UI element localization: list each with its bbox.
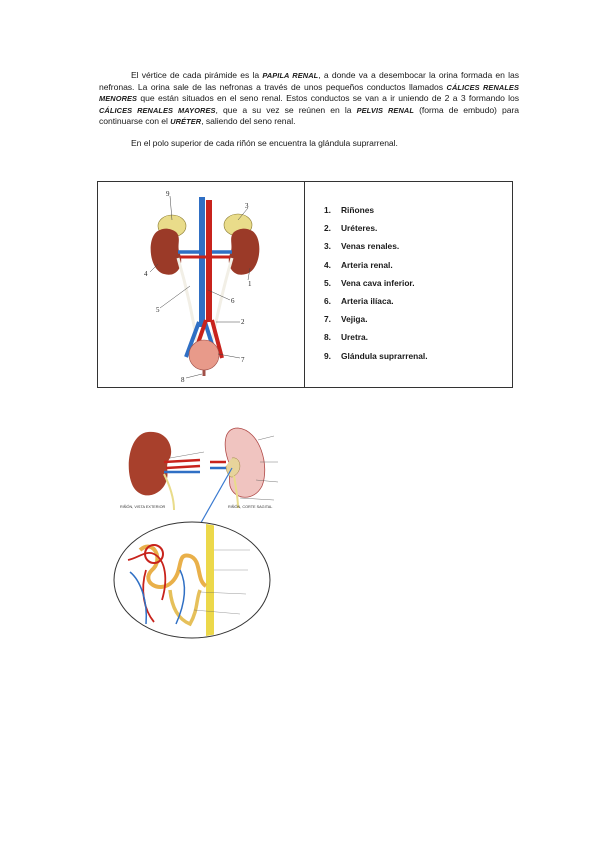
callout-1: 1 xyxy=(248,280,252,288)
figure2-callout-lines xyxy=(169,435,279,501)
callout-8: 8 xyxy=(181,376,185,384)
zoom-pointer-line xyxy=(197,467,233,529)
callout-7: 7 xyxy=(241,356,245,364)
legend-item: 3. Venas renales. xyxy=(324,241,428,259)
legend-item: 6. Arteria ilíaca. xyxy=(324,296,428,314)
callout-4: 4 xyxy=(144,270,148,278)
inferior-vena-cava xyxy=(199,197,205,327)
urinary-system-figure: 9 3 4 1 5 6 2 7 8 xyxy=(144,190,260,384)
legend-item: 7. Vejiga. xyxy=(324,314,428,332)
sagittal-ureter xyxy=(233,475,239,509)
legend-number: 7. xyxy=(324,314,331,325)
legend-number: 5. xyxy=(324,277,331,288)
table-divider xyxy=(304,182,305,387)
term-calices-mayores: CÁLICES RENALES MAYORES xyxy=(99,105,216,115)
callout-3: 3 xyxy=(245,202,249,210)
kidney-exterior-ureter xyxy=(163,473,175,511)
legend-number: 8. xyxy=(324,332,331,343)
left-kidney xyxy=(150,228,182,275)
callout-9: 9 xyxy=(166,190,170,198)
callout-2: 2 xyxy=(241,318,245,326)
legend-item: 8. Uretra. xyxy=(324,332,428,350)
kidney-exterior-vessels xyxy=(163,458,201,470)
loop-of-henle xyxy=(168,589,202,627)
legend-label: Uretra. xyxy=(341,332,368,343)
term-pelvis-renal: PELVIS RENAL xyxy=(356,105,414,115)
urethra xyxy=(202,370,206,376)
legend-item: 4. Arteria renal. xyxy=(324,260,428,278)
legend-item: 5. Vena cava inferior. xyxy=(324,278,428,296)
caption-kidney-exterior: RIÑÓN, VISTA EXTERIOR xyxy=(120,504,166,509)
right-ureter xyxy=(208,257,234,351)
term-papila-renal: PAPILA RENAL xyxy=(262,71,319,80)
callout-lines xyxy=(149,195,251,379)
text-segment: En el polo superior de cada riñón se enc… xyxy=(131,138,398,148)
legend-label: Riñones xyxy=(341,205,375,215)
right-kidney xyxy=(228,228,260,275)
text-segment: (forma de embudo) para continuarse con e… xyxy=(99,104,519,127)
legend-label: Glándula suprarrenal. xyxy=(341,350,428,361)
legend-label: Arteria renal. xyxy=(341,259,393,270)
legend-label: Arteria ilíaca. xyxy=(341,295,394,306)
legend-label: Vena cava inferior. xyxy=(341,277,415,288)
bladder xyxy=(188,339,220,371)
text-segment: El vértice de cada pirámide es la xyxy=(131,70,263,80)
aorta xyxy=(206,200,212,322)
urinary-system-table: 9 3 4 1 5 6 2 7 8 1. Riñones 2. Uréteres. … xyxy=(97,181,513,388)
kidney-exterior xyxy=(128,431,172,496)
nephron-callout-lines xyxy=(193,549,250,615)
legend-item: 9. Glándula suprarrenal. xyxy=(324,351,428,369)
renal-tubule xyxy=(138,544,208,589)
text-segment: , a donde va a desembocar la orina forma… xyxy=(99,70,519,92)
legend-number: 4. xyxy=(324,259,331,270)
term-ureter: URÉTER xyxy=(170,117,202,127)
legend-label: Uréteres. xyxy=(341,223,378,234)
legend-number: 9. xyxy=(324,350,331,361)
legend-number: 3. xyxy=(324,241,331,252)
collecting-duct xyxy=(206,523,214,637)
text-segment: que están situados en el seno renal. Est… xyxy=(137,93,519,104)
legend-number: 2. xyxy=(324,223,331,234)
legend-label: Vejiga. xyxy=(341,314,368,325)
paragraph-papila-renal: El vértice de cada pirámide es la PAPILA… xyxy=(99,70,519,128)
term-calices-menores: CÁLICES RENALES MENORES xyxy=(99,82,519,104)
text-segment: , que a su vez se reúnen en la xyxy=(215,104,357,115)
kidney-nephron-figure: RIÑÓN, VISTA EXTERIOR RIÑÓN, CORTE SAGIT… xyxy=(113,427,279,639)
legend-list: 1. Riñones 2. Uréteres. 3. Venas renales. 4… xyxy=(324,205,428,369)
legend-number: 1. xyxy=(324,205,331,215)
paragraph-glandula: En el polo superior de cada riñón se enc… xyxy=(99,138,519,150)
callout-5: 5 xyxy=(156,306,160,314)
legend-item: 2. Uréteres. xyxy=(324,223,428,241)
legend-number: 6. xyxy=(324,295,331,306)
caption-kidney-sagittal: RIÑÓN, CORTE SAGITAL xyxy=(228,504,272,509)
nephron-detail xyxy=(127,523,250,637)
capillaries-venous xyxy=(129,569,186,625)
legend-label: Venas renales. xyxy=(341,241,400,252)
text-segment: , saliendo del seno renal. xyxy=(201,116,296,127)
legend-item: 1. Riñones xyxy=(324,205,428,223)
callout-6: 6 xyxy=(231,297,235,305)
